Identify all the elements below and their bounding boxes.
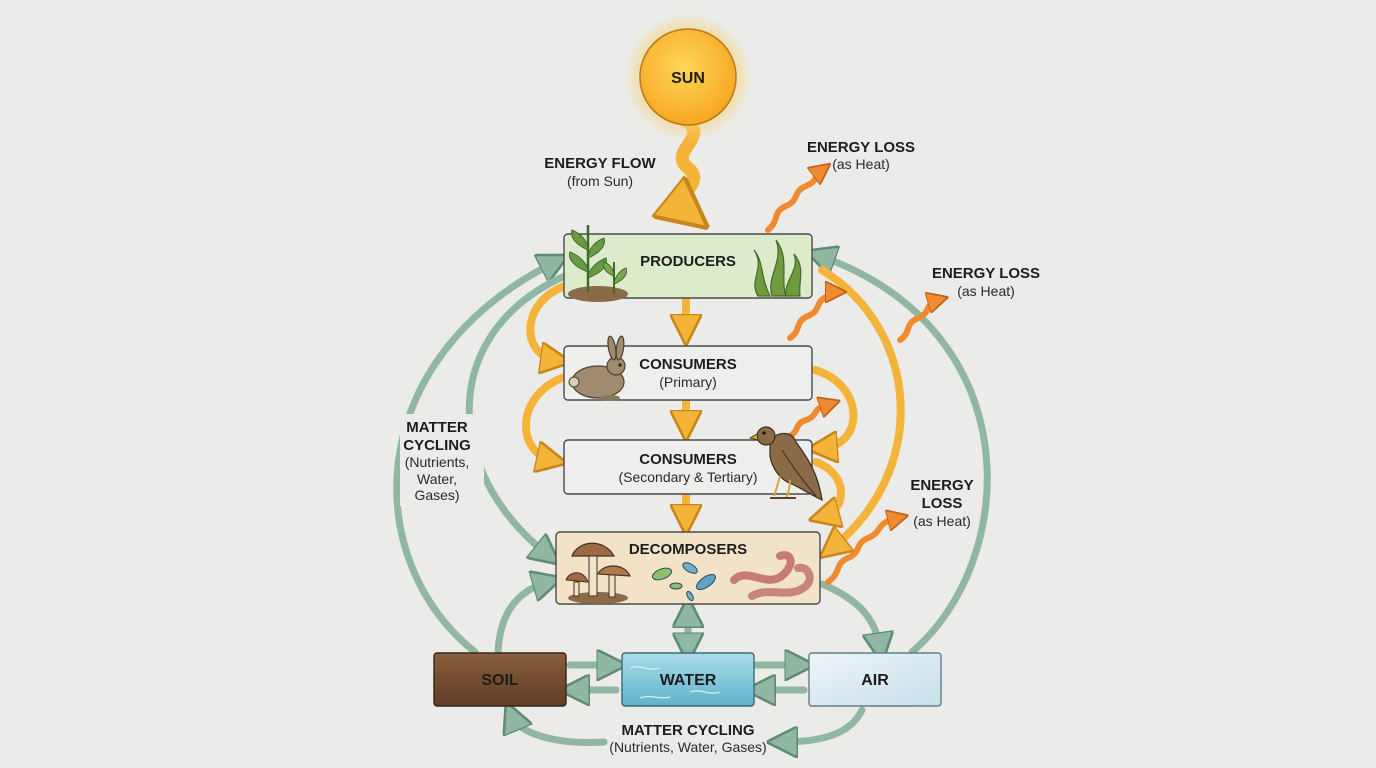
matter-arrow-decomposers-to-air — [818, 580, 880, 648]
energy-flow-label: ENERGY FLOW (from Sun) — [544, 155, 656, 189]
water-label: WATER — [660, 672, 717, 689]
matter-cycling-arrows — [393, 256, 991, 746]
heat-arrow-producers — [765, 170, 822, 233]
matter-cycling-left-line4: Water, — [417, 471, 457, 487]
soil-box: SOIL — [433, 652, 567, 707]
secondary-consumers-label: CONSUMERS — [639, 451, 737, 468]
energy-flow-arrows — [522, 115, 905, 548]
energy-arrow-primary-to-secondary-loop — [522, 372, 572, 460]
mushroom-icon — [565, 542, 631, 604]
secondary-consumers-sublabel: (Secondary & Tertiary) — [618, 469, 757, 485]
producers-rect — [563, 233, 813, 299]
energy-loss-subtitle-right: (as Heat) — [957, 283, 1015, 299]
energy-loss-label-top: ENERGY LOSS (as Heat) — [807, 139, 915, 172]
heat-arrow-decomposers — [825, 518, 898, 585]
energy-flow-subtitle: (from Sun) — [567, 173, 633, 189]
decomposers-label: DECOMPOSERS — [629, 541, 747, 558]
matter-arrow-producers-to-decomposers-left — [465, 271, 571, 555]
producers-box: PRODUCERS — [563, 225, 813, 302]
heat-arrow-primary — [787, 292, 836, 341]
energy-loss-subtitle-bottom: (as Heat) — [913, 513, 971, 529]
soil-rect — [433, 652, 567, 707]
worm-icon — [730, 551, 814, 600]
matter-cycling-label-left: MATTER CYCLING (Nutrients, Water, Gases) — [400, 414, 484, 506]
primary-consumers-rect — [563, 345, 813, 401]
primary-consumers-box: CONSUMERS (Primary) — [563, 335, 813, 401]
heat-arrow-secondary — [787, 404, 830, 439]
primary-consumers-label: CONSUMERS — [639, 356, 737, 373]
bacteria-icon — [651, 562, 716, 602]
energy-loss-title-bottom-1: ENERGY — [910, 477, 973, 494]
matter-arrow-soil-to-producers-outer — [393, 262, 555, 656]
matter-cycling-label-bottom: MATTER CYCLING (Nutrients, Water, Gases) — [609, 722, 766, 755]
hawk-icon — [748, 426, 823, 502]
matter-cycling-left-line5: Gases) — [414, 487, 459, 503]
matter-arrow-soil-to-decomposers — [494, 582, 548, 656]
matter-cycling-left-line2: CYCLING — [403, 437, 471, 454]
energy-arrow-primary-right-loop — [815, 366, 858, 448]
sun-disc — [639, 28, 737, 126]
soil-label: SOIL — [481, 672, 519, 689]
secondary-consumers-box: CONSUMERS (Secondary & Tertiary) — [563, 426, 823, 502]
matter-arrow-air-to-bottom — [782, 706, 866, 742]
matter-arrow-air-to-producers-outer — [820, 256, 991, 656]
water-rect — [621, 652, 755, 707]
air-box: AIR — [808, 652, 942, 707]
energy-arrow-producers-to-decomposers-right — [822, 266, 905, 548]
heat-arrow-right-middle — [897, 300, 938, 343]
matter-cycling-bottom-subtitle: (Nutrients, Water, Gases) — [609, 739, 766, 755]
energy-loss-label-right: ENERGY LOSS (as Heat) — [932, 265, 1040, 299]
matter-cycling-left-line3: (Nutrients, — [405, 454, 470, 470]
energy-loss-title-right: ENERGY LOSS — [932, 265, 1040, 282]
matter-cycling-label-bg — [400, 414, 484, 506]
water-box: WATER — [621, 652, 755, 707]
matter-cycling-bottom-title: MATTER CYCLING — [621, 722, 754, 739]
matter-cycling-left-line1: MATTER — [406, 419, 468, 436]
energy-arrow-producers-to-primary-loop — [526, 281, 568, 360]
matter-arrow-bottom-to-soil — [512, 716, 608, 746]
energy-loss-label-bottom: ENERGY LOSS (as Heat) — [910, 477, 973, 529]
air-rect — [808, 652, 942, 707]
heat-loss-arrows — [765, 170, 938, 585]
sun-label: SUN — [671, 70, 705, 87]
primary-consumers-sublabel: (Primary) — [659, 374, 717, 390]
sun: SUN — [624, 13, 752, 141]
producers-label: PRODUCERS — [640, 253, 736, 270]
energy-loss-subtitle-top: (as Heat) — [832, 156, 890, 172]
energy-arrow-secondary-right-loop — [816, 458, 845, 516]
plant-icon — [568, 225, 628, 302]
air-label: AIR — [861, 672, 889, 689]
seaweed-icon — [753, 239, 802, 297]
energy-loss-title-bottom-2: LOSS — [922, 495, 963, 512]
energy-loss-title-top: ENERGY LOSS — [807, 139, 915, 156]
energy-flow-title: ENERGY FLOW — [544, 155, 656, 172]
rabbit-icon — [568, 335, 626, 401]
decomposers-box: DECOMPOSERS — [555, 531, 821, 605]
